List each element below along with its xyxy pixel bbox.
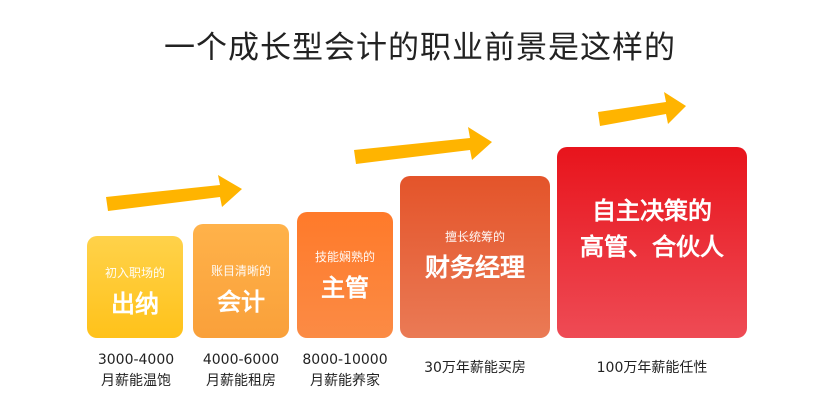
stage-card-finance-manager: 擅长统筹的 财务经理 [400,176,550,338]
caption-salary: 8000-10000 [302,352,388,368]
stage-caption: 4000-6000 月薪能租房 [189,350,293,392]
arrow-icon [354,127,492,164]
stage-subtitle: 技能娴熟的 [314,250,375,264]
caption-desc: 100万年薪能任性 [596,360,708,376]
stage-card-cashier: 初入职场的 出纳 [87,236,183,338]
arrow-icon [106,175,242,211]
stage-card-supervisor: 技能娴熟的 主管 [297,212,393,338]
stage-title: 主管 [321,274,369,302]
stage-subtitle: 擅长统筹的 [444,230,505,244]
stage-title-line2: 高管、合伙人 [580,233,724,261]
caption-desc: 月薪能温饱 [101,373,171,389]
stage-title: 财务经理 [424,253,525,282]
caption-salary: 4000-6000 [202,352,280,368]
caption-salary: 3000-4000 [97,352,175,368]
stage-title: 出纳 [111,290,159,318]
stage-caption: 30万年薪能买房 [400,358,550,379]
stage-title: 会计 [217,288,265,316]
stage-subtitle: 账目清晰的 [210,264,271,278]
stage-caption: 3000-4000 月薪能温饱 [84,350,188,392]
caption-desc: 30万年薪能买房 [424,360,526,376]
stage-title-line1: 自主决策的 [592,197,712,225]
stage-card-accountant: 账目清晰的 会计 [193,224,289,338]
caption-desc: 月薪能养家 [310,373,380,389]
stage-subtitle: 初入职场的 [104,266,165,280]
page-title: 一个成长型会计的职业前景是这样的 [164,30,676,66]
stage-caption: 8000-10000 月薪能养家 [291,350,399,392]
stage-caption: 100万年薪能任性 [557,358,747,379]
caption-desc: 月薪能租房 [206,373,276,389]
stage-card-executive-partner: 自主决策的 高管、合伙人 [557,147,747,338]
arrow-icon [598,92,686,126]
